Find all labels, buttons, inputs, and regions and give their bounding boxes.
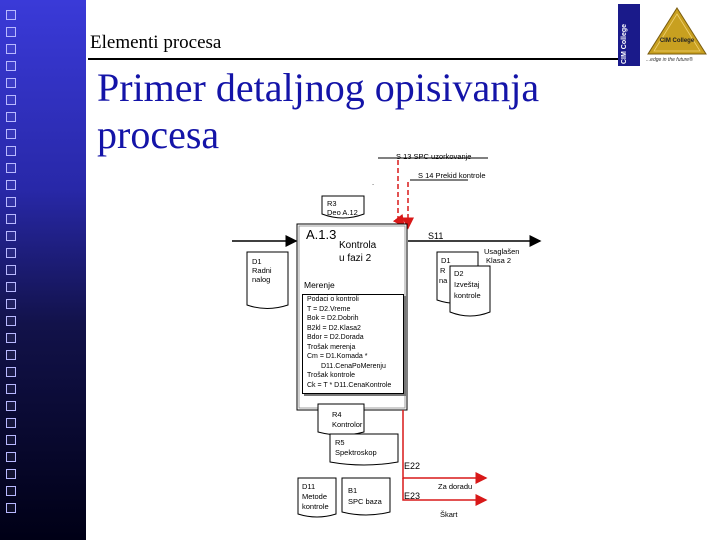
d1-left-document — [246, 251, 289, 309]
strip-square — [6, 146, 16, 156]
strip-square — [6, 299, 16, 309]
e22-code: E22 — [404, 461, 421, 471]
r4-name: Kontrolor — [332, 420, 363, 429]
r3-document — [321, 195, 365, 219]
output-label-line1: Usaglašen — [484, 247, 520, 256]
s11-label: S11 — [428, 231, 444, 241]
detail-line: Trošak kontrole — [307, 372, 355, 379]
left-decorative-strip — [0, 0, 86, 540]
e23-code: E23 — [404, 491, 421, 501]
s14-label: S 14 Prekid kontrole — [418, 171, 486, 180]
activity-sub: Merenje — [304, 280, 335, 290]
d11-document — [297, 477, 337, 518]
strip-square — [6, 248, 16, 258]
strip-square — [6, 10, 16, 20]
d1-right-line2: R — [440, 266, 446, 275]
d2-code: D2 — [454, 269, 464, 278]
strip-square — [6, 486, 16, 496]
strip-square — [6, 44, 16, 54]
title-divider — [88, 58, 618, 60]
s13-control-arrow — [392, 160, 405, 228]
detail-line: Bdor = D2.Dorada — [307, 334, 364, 341]
detail-line: Ck = T * D11.CenaKontrole — [307, 381, 392, 389]
r5-resource — [329, 433, 399, 466]
r5-code: R5 — [335, 438, 345, 447]
logo-triangle-icon: CIM College — [647, 7, 707, 55]
strip-square — [6, 180, 16, 190]
d1-left-line2: Radni — [252, 266, 272, 275]
dot-mark: . — [372, 178, 375, 187]
strip-square — [6, 469, 16, 479]
d11-code: D11 — [302, 482, 316, 491]
logo-triangle-text: CIM College — [660, 38, 695, 44]
slide-kicker: Elementi procesa — [90, 32, 222, 53]
d11-line3: kontrole — [302, 502, 329, 511]
r4-code: R4 — [332, 410, 342, 419]
strip-square — [6, 265, 16, 275]
d11-line2: Metode — [302, 492, 328, 501]
detail-line: Bok = D2.Dobrih — [307, 315, 359, 322]
strip-square — [6, 367, 16, 377]
activity-name-line1: Kontrola — [339, 240, 377, 251]
s13-label: S 13 SPC uzorkovanje — [396, 152, 472, 161]
detail-line: T = D2.Vreme — [307, 305, 351, 313]
strip-square — [6, 452, 16, 462]
strip-square — [6, 61, 16, 71]
output-label-line2: Klasa 2 — [486, 256, 512, 265]
strip-square — [6, 112, 16, 122]
strip-square — [6, 401, 16, 411]
detail-line: Trošak merenja — [307, 343, 356, 351]
strip-square — [6, 197, 16, 207]
detail-line: D11.CenaPoMerenju — [321, 362, 386, 370]
d1-right-line3: na — [439, 276, 448, 285]
d1-left-code: D1 — [252, 257, 262, 266]
d2-line2: Izveštaj — [454, 280, 480, 289]
r5-name: Spektroskop — [335, 448, 377, 457]
strip-square — [6, 129, 16, 139]
b1-name: SPC baza — [348, 497, 382, 506]
strip-square — [6, 95, 16, 105]
detail-box: Podaci o kontroli T = D2.Vreme Bok = D2.… — [302, 294, 404, 394]
strip-square — [6, 503, 16, 513]
logo-band: CIM College — [618, 4, 640, 66]
logo-tagline: ...edge in the future® — [646, 57, 693, 63]
d2-line3: kontrole — [454, 291, 481, 300]
r3-name: Deo A.12 — [327, 208, 358, 217]
strip-square — [6, 350, 16, 360]
strip-square — [6, 282, 16, 292]
slide-title: Primer detaljnog opisivanja procesa — [97, 65, 540, 157]
detail-line: Podaci o kontroli — [307, 296, 359, 303]
square-bullet-column — [6, 10, 20, 520]
e23-label: Škart — [440, 510, 458, 519]
d1-left-line3: nalog — [252, 275, 271, 284]
r3-code: R3 — [327, 199, 337, 208]
b1-database — [341, 477, 391, 516]
strip-square — [6, 214, 16, 224]
d1-right-code: D1 — [441, 256, 451, 265]
detail-line: B2kl = D2.Klasa2 — [307, 324, 361, 332]
d2-document — [449, 265, 491, 317]
e23-output-arrow — [402, 478, 488, 506]
strip-square — [6, 163, 16, 173]
strip-square — [6, 316, 16, 326]
strip-square — [6, 384, 16, 394]
e22-label: Za doradu — [438, 482, 473, 491]
strip-square — [6, 78, 16, 88]
strip-square — [6, 333, 16, 343]
strip-square — [6, 435, 16, 445]
detail-line: Cm = D1.Komada * — [307, 353, 368, 360]
strip-square — [6, 418, 16, 428]
activity-code: A.1.3 — [306, 227, 337, 242]
b1-code: B1 — [348, 486, 358, 495]
strip-square — [6, 231, 16, 241]
strip-square — [6, 27, 16, 37]
activity-name-line2: u fazi 2 — [339, 253, 372, 264]
